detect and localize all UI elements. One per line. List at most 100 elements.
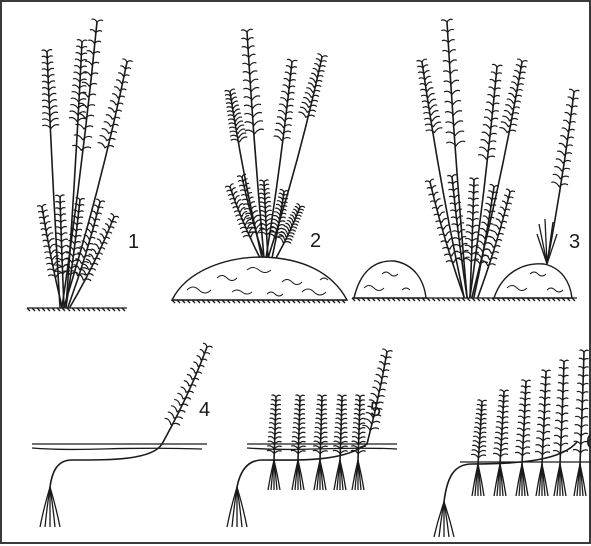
leaf — [483, 216, 488, 219]
leaf — [559, 143, 565, 147]
leaf — [305, 93, 311, 98]
leaf — [310, 78, 315, 82]
leaf — [71, 98, 78, 102]
leaf — [187, 375, 192, 380]
leaf — [62, 239, 68, 242]
leaf — [235, 113, 241, 117]
leaf — [310, 100, 318, 102]
leaf — [546, 370, 550, 372]
leaf — [577, 400, 583, 403]
leaf — [467, 225, 473, 228]
leaf — [473, 445, 479, 448]
leaf — [522, 380, 526, 382]
leaf — [48, 68, 53, 71]
leaf — [287, 59, 292, 62]
leaf — [360, 395, 364, 397]
leaf — [232, 188, 235, 191]
leaf — [51, 118, 59, 122]
leaf — [306, 115, 315, 117]
leaf — [426, 130, 434, 133]
leaf — [474, 178, 478, 180]
leaf — [431, 201, 436, 202]
leaf — [424, 71, 429, 74]
leaf — [472, 450, 479, 453]
leaf — [494, 225, 499, 229]
leaf — [435, 128, 442, 133]
leaf — [43, 210, 47, 213]
leaf — [495, 240, 502, 241]
leaf — [483, 125, 490, 129]
root — [45, 487, 50, 527]
leaf — [517, 434, 523, 437]
leaf — [316, 413, 321, 415]
leaf — [316, 59, 320, 62]
leaf — [478, 241, 484, 245]
leaf — [109, 227, 114, 228]
leaf — [236, 117, 242, 121]
leaf — [432, 186, 436, 189]
leaf — [496, 219, 501, 223]
leaf — [272, 223, 278, 227]
leaf — [38, 211, 43, 212]
leaf — [293, 432, 299, 435]
leaf — [313, 450, 320, 453]
leaf — [498, 411, 503, 414]
leaf — [274, 216, 279, 219]
leaf — [488, 243, 493, 247]
leaf — [499, 401, 504, 403]
leaf — [105, 224, 108, 228]
soil-mound-3a — [354, 261, 426, 298]
leaf — [504, 195, 508, 198]
leaf — [478, 400, 482, 402]
leaf — [557, 405, 563, 408]
leaf — [342, 395, 346, 397]
leaf — [497, 422, 502, 425]
panel-label-6: 6 — [586, 431, 591, 453]
leaf — [240, 137, 247, 142]
leaf — [574, 90, 579, 92]
leaf — [450, 60, 456, 63]
leaf — [248, 38, 254, 41]
leaf — [494, 448, 501, 451]
leaf — [353, 432, 359, 435]
leaf — [434, 214, 440, 215]
leaf — [56, 195, 60, 197]
leaf — [104, 122, 110, 127]
leaf — [315, 427, 321, 430]
leaf — [90, 30, 95, 33]
leaf — [371, 394, 377, 398]
leaf — [336, 413, 341, 415]
leaf — [292, 60, 297, 62]
leaf — [425, 76, 430, 79]
leaf — [191, 368, 195, 373]
leaf — [110, 101, 116, 105]
leaf — [195, 372, 201, 373]
leaf — [102, 129, 108, 134]
leaf — [297, 212, 302, 213]
leaf — [235, 196, 239, 200]
leaf — [504, 209, 509, 210]
leaf — [233, 207, 239, 208]
leaf — [74, 72, 80, 75]
leaf — [536, 445, 543, 448]
leaf — [355, 409, 360, 411]
leaf — [475, 423, 480, 426]
leaf — [280, 190, 284, 192]
leaf — [568, 97, 573, 100]
leaf — [317, 409, 322, 411]
leaf — [445, 254, 452, 256]
leaf — [452, 80, 459, 84]
leaf — [482, 400, 486, 402]
leaf — [452, 175, 456, 177]
leaf — [253, 104, 261, 108]
leaf — [97, 239, 101, 243]
leaf — [430, 105, 436, 109]
leaf — [266, 210, 272, 213]
leaf — [111, 214, 114, 217]
leaf — [265, 193, 270, 195]
leaf — [482, 132, 489, 136]
leaf — [294, 418, 299, 421]
leaf — [510, 88, 515, 92]
leaf — [296, 215, 301, 216]
leaf — [478, 455, 485, 458]
